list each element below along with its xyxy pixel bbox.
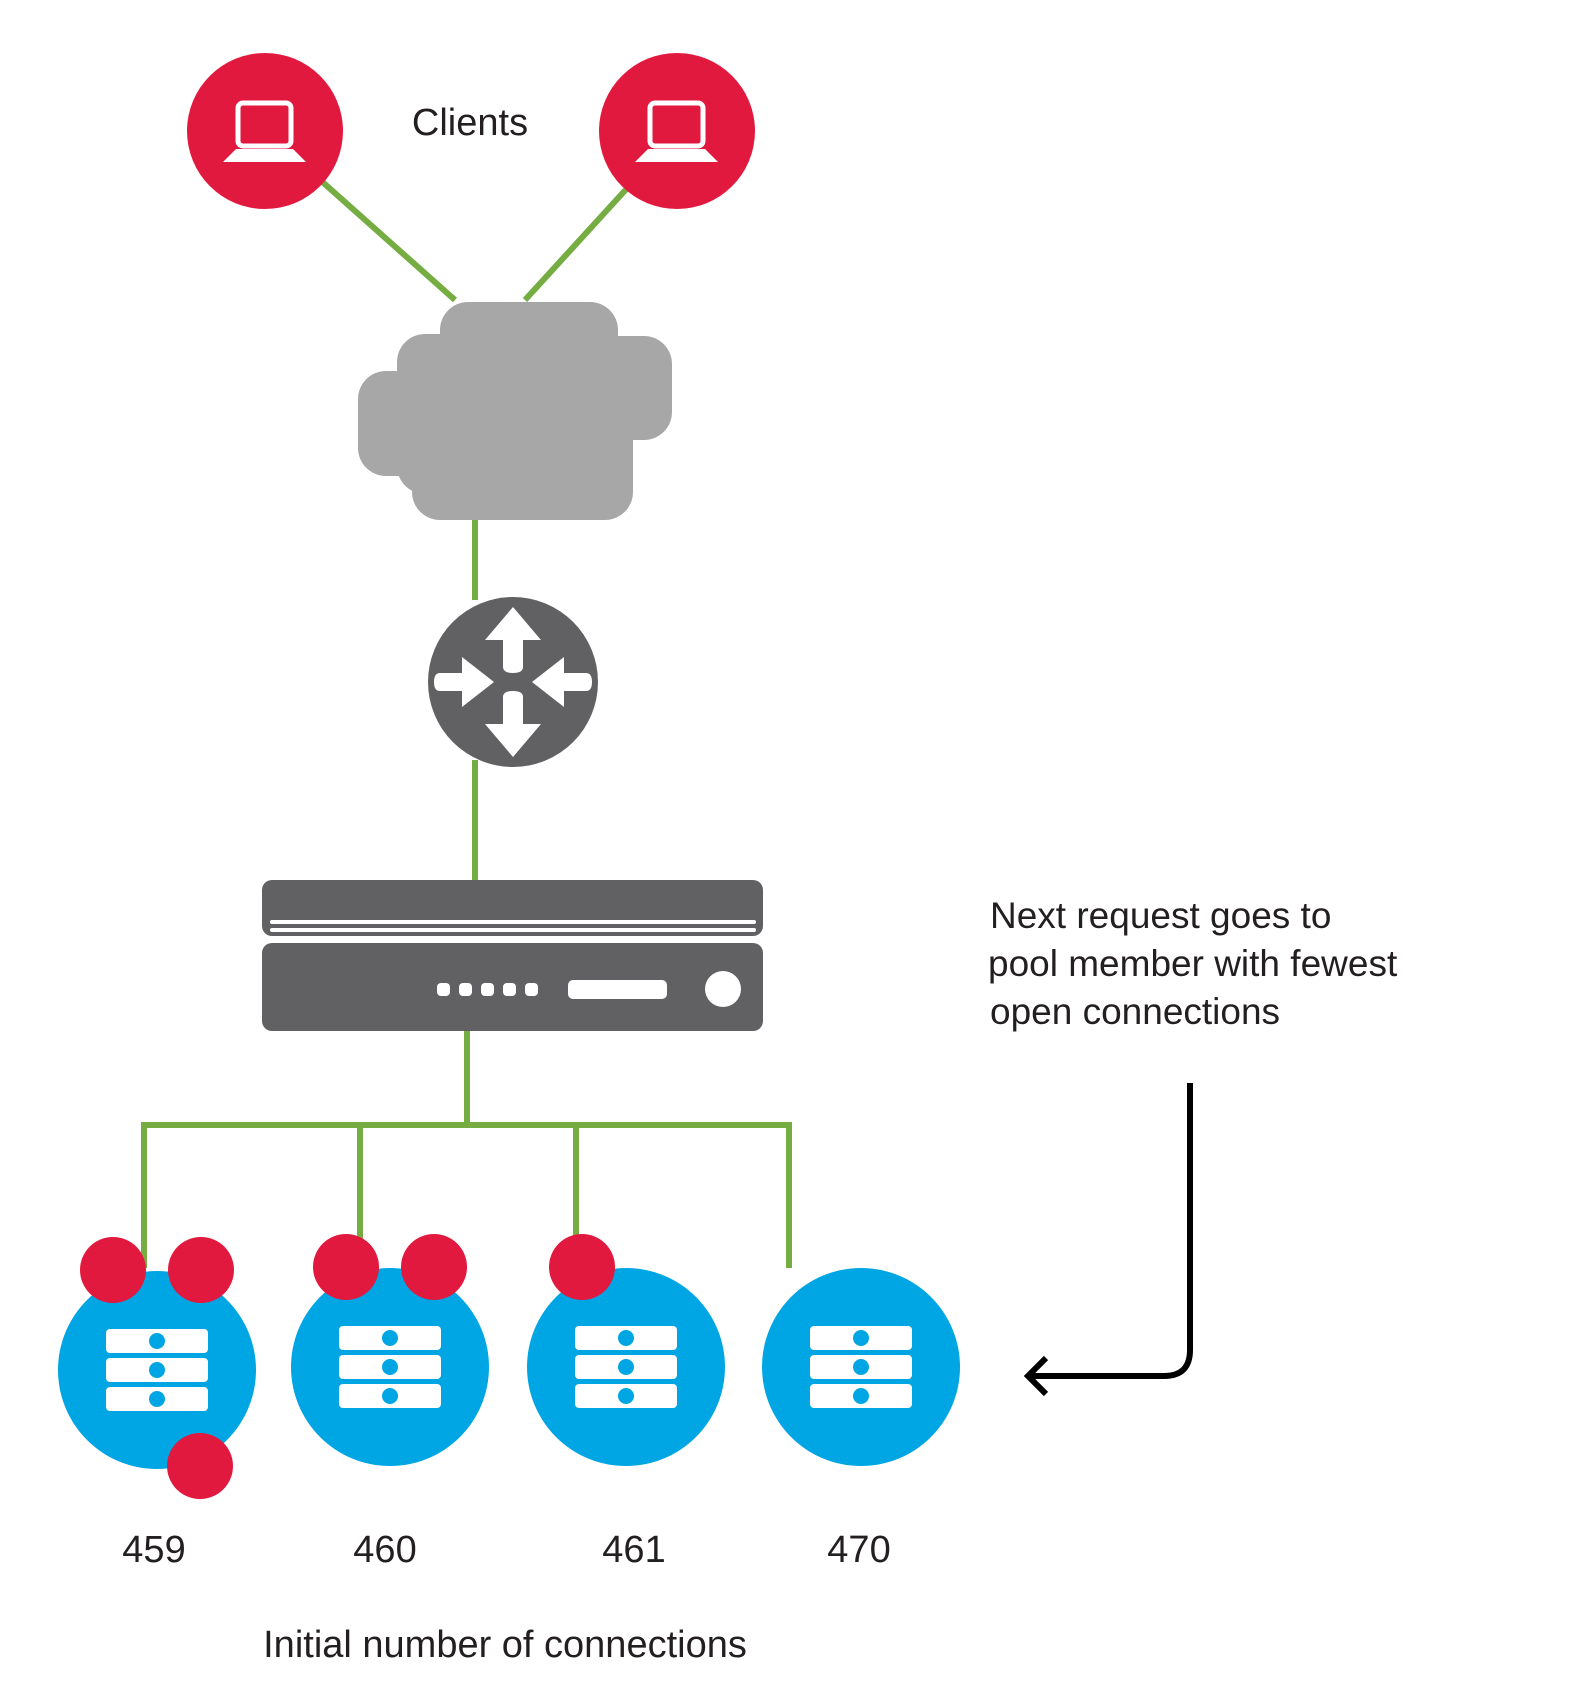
pool-member-2	[291, 1234, 489, 1466]
pool-member-4	[762, 1268, 960, 1466]
server-icon	[575, 1326, 677, 1408]
active-connection-dot	[80, 1237, 146, 1303]
note-line-1: Next request goes to	[990, 895, 1331, 936]
server-icon	[339, 1326, 441, 1408]
link-client1-cloud	[316, 175, 457, 303]
member-1-connections: 459	[122, 1529, 185, 1571]
member-3-connections: 461	[602, 1529, 665, 1571]
router-icon	[428, 597, 598, 767]
caption: Initial number of connections	[263, 1624, 747, 1666]
active-connection-dot	[549, 1234, 615, 1300]
client-node-2	[599, 53, 755, 209]
load-balancer-appliance-icon	[262, 880, 763, 1031]
active-connection-dot	[168, 1237, 234, 1303]
pool-members	[58, 1234, 960, 1499]
note-line-2: pool member with fewest	[988, 943, 1398, 984]
laptop-icon	[635, 100, 718, 162]
arrow-left-icon	[1023, 1083, 1193, 1397]
server-icon	[810, 1326, 912, 1408]
note-text: Next request goes to pool member with fe…	[988, 895, 1398, 1032]
status-lights	[437, 971, 741, 1007]
active-connection-dot	[313, 1234, 379, 1300]
clients-label: Clients	[412, 102, 528, 144]
pool-bus	[141, 1122, 792, 1180]
laptop-icon	[223, 100, 306, 162]
active-connection-dot	[167, 1433, 233, 1499]
member-4-connections: 470	[827, 1529, 890, 1571]
note-line-3: open connections	[990, 991, 1280, 1032]
pool-member-3	[527, 1234, 725, 1466]
active-connection-dot	[401, 1234, 467, 1300]
member-2-connections: 460	[353, 1529, 416, 1571]
server-icon	[106, 1329, 208, 1411]
cloud-icon	[358, 302, 672, 520]
client-node-1	[187, 53, 343, 209]
link-client2-cloud	[522, 182, 633, 303]
pool-member-1	[58, 1237, 256, 1499]
